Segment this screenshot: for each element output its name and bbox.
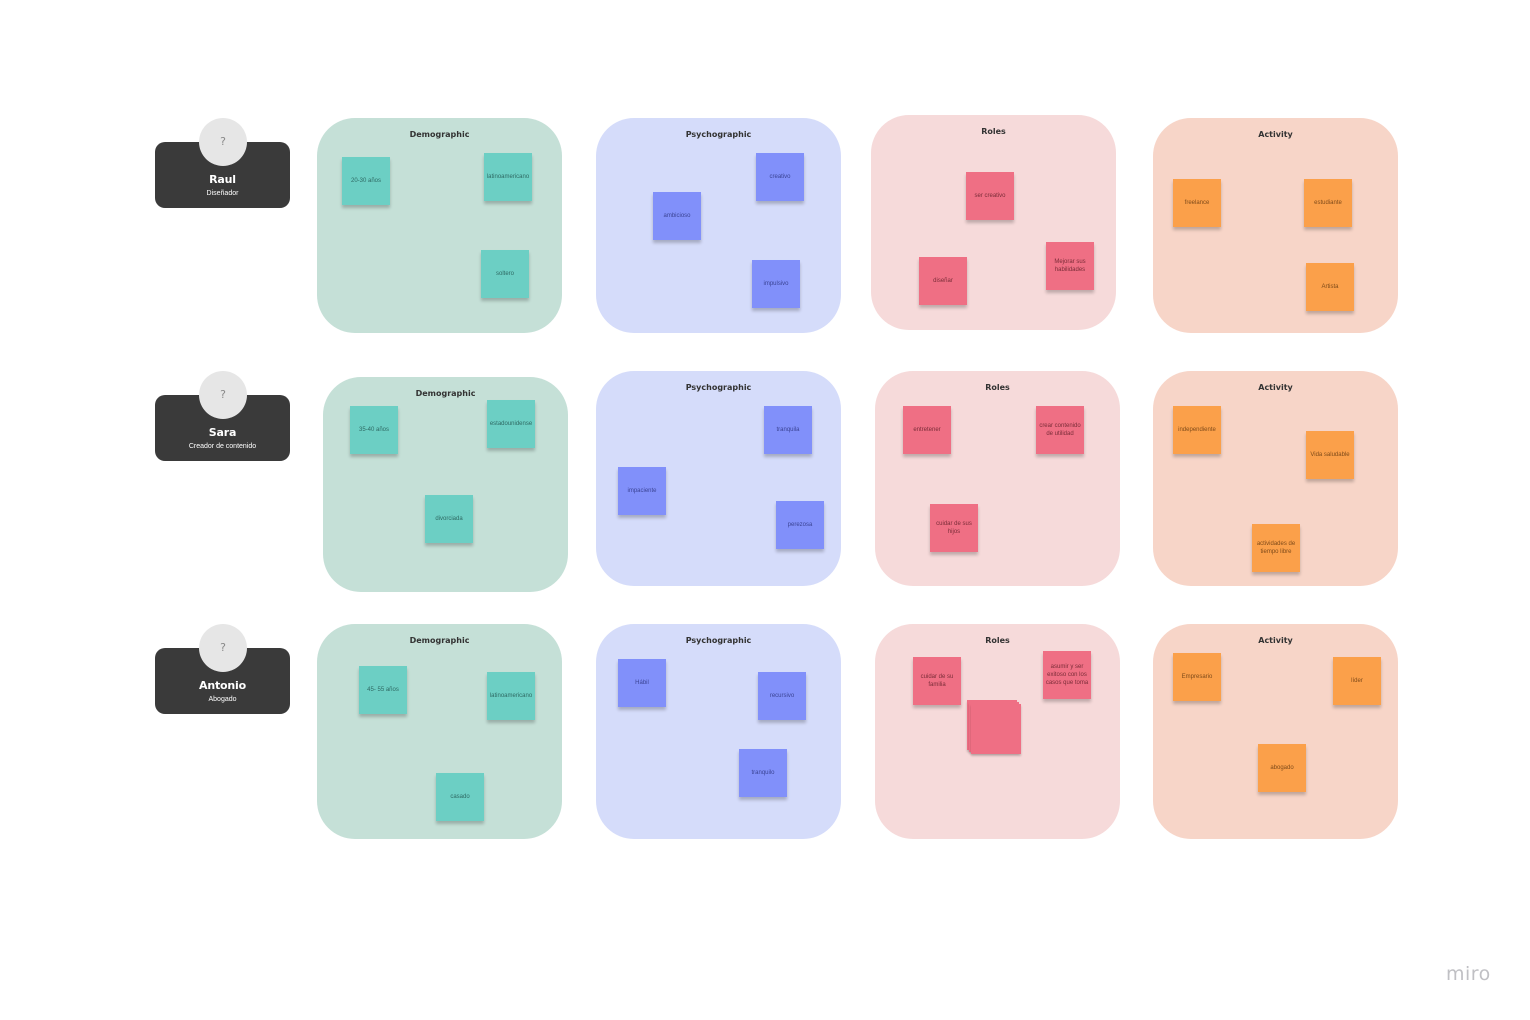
sticky-note[interactable]: tranquila xyxy=(764,406,812,454)
sticky-note[interactable]: entretener xyxy=(903,406,951,454)
frame-title: Activity xyxy=(1258,636,1293,645)
sticky-note[interactable]: Mejorar sus habilidades xyxy=(1046,242,1094,290)
sticky-note[interactable]: Empresario xyxy=(1173,653,1221,701)
sticky-note[interactable]: ambicioso xyxy=(653,192,701,240)
sticky-note[interactable]: estudiante xyxy=(1304,179,1352,227)
sticky-note[interactable] xyxy=(971,704,1021,754)
sticky-note[interactable]: cuidar de su familia xyxy=(913,657,961,705)
frame-title: Roles xyxy=(985,636,1010,645)
frame-demographic-antonio[interactable]: Demographic 45- 55 años latinoamericano … xyxy=(317,624,562,839)
frame-roles-antonio[interactable]: Roles cuidar de su familia asumir y ser … xyxy=(875,624,1120,839)
frame-demographic-raul[interactable]: Demographic 20-30 años latinoamericano s… xyxy=(317,118,562,333)
frame-psychographic-raul[interactable]: Psychographic creativo ambicioso impulsi… xyxy=(596,118,841,333)
sticky-note[interactable]: cuidar de sus hijos xyxy=(930,504,978,552)
avatar[interactable]: ? xyxy=(199,624,247,672)
frame-title: Roles xyxy=(981,127,1006,136)
sticky-note[interactable]: diseñar xyxy=(919,257,967,305)
sticky-note[interactable]: creativo xyxy=(756,153,804,201)
sticky-note[interactable]: abogado xyxy=(1258,744,1306,792)
sticky-note[interactable]: líder xyxy=(1333,657,1381,705)
frame-activity-antonio[interactable]: Activity Empresario líder abogado xyxy=(1153,624,1398,839)
frame-roles-raul[interactable]: Roles ser creativo diseñar Mejorar sus h… xyxy=(871,115,1116,330)
sticky-note[interactable]: Hábil xyxy=(618,659,666,707)
persona-role: Abogado xyxy=(208,696,237,703)
sticky-note[interactable]: actividades de tiempo libre xyxy=(1252,524,1300,572)
sticky-note[interactable]: ser creativo xyxy=(966,172,1014,220)
avatar[interactable]: ? xyxy=(199,371,247,419)
sticky-note[interactable]: impaciente xyxy=(618,467,666,515)
persona-card-antonio[interactable]: ? Antonio Abogado xyxy=(155,624,290,714)
sticky-note[interactable]: asumir y ser exitoso con los casos que t… xyxy=(1043,651,1091,699)
frame-activity-sara[interactable]: Activity independiente Vida saludable ac… xyxy=(1153,371,1398,586)
sticky-note[interactable]: freelance xyxy=(1173,179,1221,227)
frame-demographic-sara[interactable]: Demographic 35-40 años estadounidense di… xyxy=(323,377,568,592)
sticky-note[interactable]: divorciada xyxy=(425,495,473,543)
sticky-note[interactable]: crear contenido de utilidad xyxy=(1036,406,1084,454)
frame-activity-raul[interactable]: Activity freelance estudiante Artista xyxy=(1153,118,1398,333)
frame-title: Psychographic xyxy=(685,130,752,139)
persona-card-raul[interactable]: ? Raul Diseñador xyxy=(155,118,290,208)
sticky-stack[interactable] xyxy=(967,700,1021,754)
frame-title: Activity xyxy=(1258,383,1293,392)
sticky-note[interactable]: casado xyxy=(436,773,484,821)
persona-role: Creador de contenido xyxy=(188,443,257,450)
frame-title: Demographic xyxy=(409,636,470,645)
frame-title: Demographic xyxy=(415,389,476,398)
sticky-note[interactable]: latinoamericano xyxy=(487,672,535,720)
frame-psychographic-sara[interactable]: Psychographic tranquila impaciente perez… xyxy=(596,371,841,586)
frame-psychographic-antonio[interactable]: Psychographic Hábil recursivo tranquilo xyxy=(596,624,841,839)
persona-card-sara[interactable]: ? Sara Creador de contenido xyxy=(155,371,290,461)
sticky-note[interactable]: Vida saludable xyxy=(1306,431,1354,479)
miro-logo: miro xyxy=(1446,963,1491,985)
sticky-note[interactable]: perezosa xyxy=(776,501,824,549)
sticky-note[interactable]: soltero xyxy=(481,250,529,298)
persona-name: Raul xyxy=(209,173,236,186)
sticky-note[interactable]: 20-30 años xyxy=(342,157,390,205)
frame-roles-sara[interactable]: Roles entretener crear contenido de util… xyxy=(875,371,1120,586)
sticky-note[interactable]: 35-40 años xyxy=(350,406,398,454)
sticky-note[interactable]: latinoamericano xyxy=(484,153,532,201)
frame-title: Activity xyxy=(1258,130,1293,139)
sticky-note[interactable]: independiente xyxy=(1173,406,1221,454)
sticky-note[interactable]: impulsivo xyxy=(752,260,800,308)
frame-title: Roles xyxy=(985,383,1010,392)
persona-role: Diseñador xyxy=(206,190,239,197)
sticky-note[interactable]: estadounidense xyxy=(487,400,535,448)
sticky-note[interactable]: 45- 55 años xyxy=(359,666,407,714)
avatar[interactable]: ? xyxy=(199,118,247,166)
frame-title: Psychographic xyxy=(685,383,752,392)
frame-title: Psychographic xyxy=(685,636,752,645)
frame-title: Demographic xyxy=(409,130,470,139)
persona-name: Antonio xyxy=(199,679,246,692)
persona-name: Sara xyxy=(208,426,237,439)
sticky-note[interactable]: tranquilo xyxy=(739,749,787,797)
sticky-note[interactable]: recursivo xyxy=(758,672,806,720)
sticky-note[interactable]: Artista xyxy=(1306,263,1354,311)
